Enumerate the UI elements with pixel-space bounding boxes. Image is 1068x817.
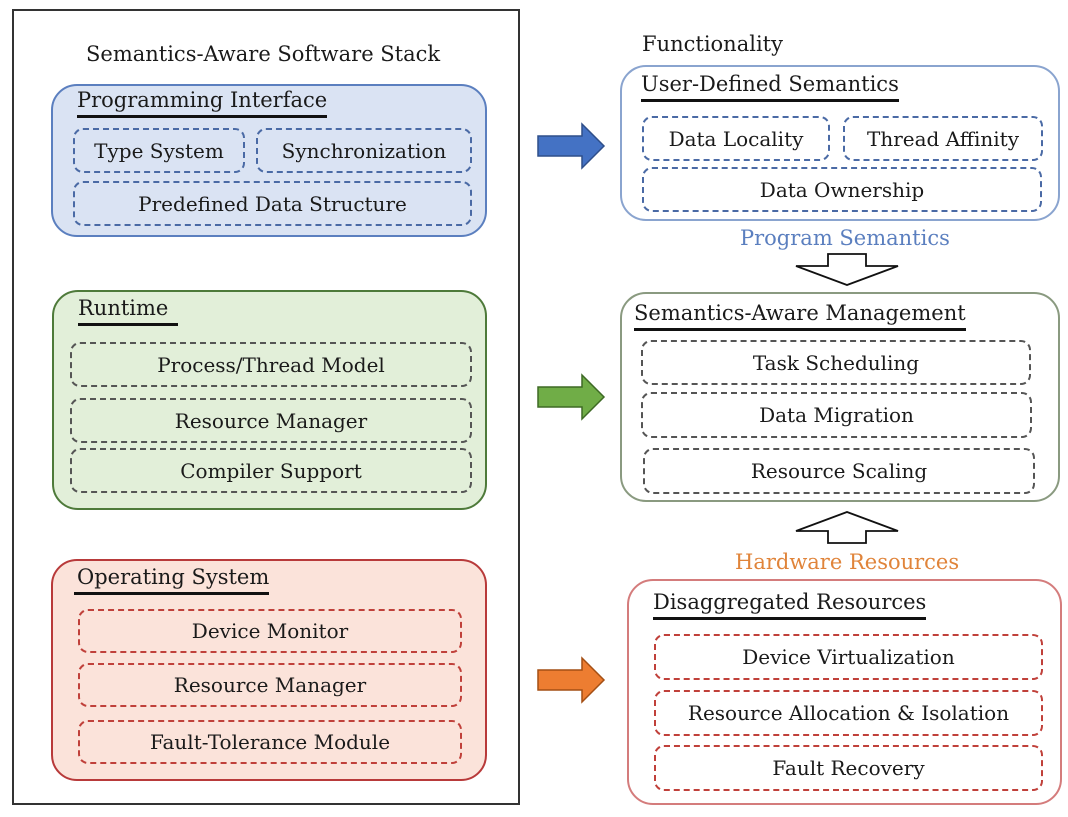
fault-tolerance-module-box: Fault-Tolerance Module [78,720,462,764]
disaggregated-resources-heading: Disaggregated Resources [653,590,927,620]
synchronization-box: Synchronization [256,128,472,173]
semantics-aware-management-group [620,292,1060,502]
runtime-resource-manager-box: Resource Manager [70,398,472,443]
functionality-title: Functionality [642,32,783,56]
up-arrow-icon [795,511,899,544]
orange-arrow-icon [537,656,606,704]
user-defined-semantics-group [620,65,1060,221]
semantics-aware-management-heading: Semantics-Aware Management [634,301,966,331]
data-migration-box: Data Migration [641,392,1032,438]
programming-interface-heading: Programming Interface [77,88,328,118]
runtime-group [52,290,487,510]
data-ownership-box: Data Ownership [642,167,1042,212]
operating-system-group [51,559,487,781]
device-virtualization-box: Device Virtualization [654,634,1043,680]
user-defined-semantics-heading: User-Defined Semantics [641,72,899,102]
predefined-data-structure-box: Predefined Data Structure [73,181,472,226]
device-monitor-box: Device Monitor [78,609,462,653]
fault-recovery-box: Fault Recovery [654,745,1043,791]
type-system-box: Type System [73,128,245,173]
down-arrow-icon [795,253,899,286]
operating-system-heading: Operating System [74,565,270,595]
software-stack-title: Semantics-Aware Software Stack [86,42,441,66]
green-arrow-icon [537,373,606,421]
software-stack-panel [12,9,520,805]
resource-allocation-isolation-box: Resource Allocation & Isolation [654,690,1043,736]
process-thread-model-box: Process/Thread Model [70,342,472,387]
resource-scaling-box: Resource Scaling [643,448,1035,494]
task-scheduling-box: Task Scheduling [641,340,1031,385]
runtime-heading: Runtime [78,296,179,326]
programming-interface-group [51,84,487,237]
os-resource-manager-box: Resource Manager [78,663,462,707]
blue-arrow-icon [537,122,606,170]
program-semantics-label: Program Semantics [740,226,950,250]
hardware-resources-label: Hardware Resources [735,550,960,574]
data-locality-box: Data Locality [642,116,830,161]
disaggregated-resources-group [627,579,1062,805]
thread-affinity-box: Thread Affinity [843,116,1043,161]
compiler-support-box: Compiler Support [70,448,472,493]
